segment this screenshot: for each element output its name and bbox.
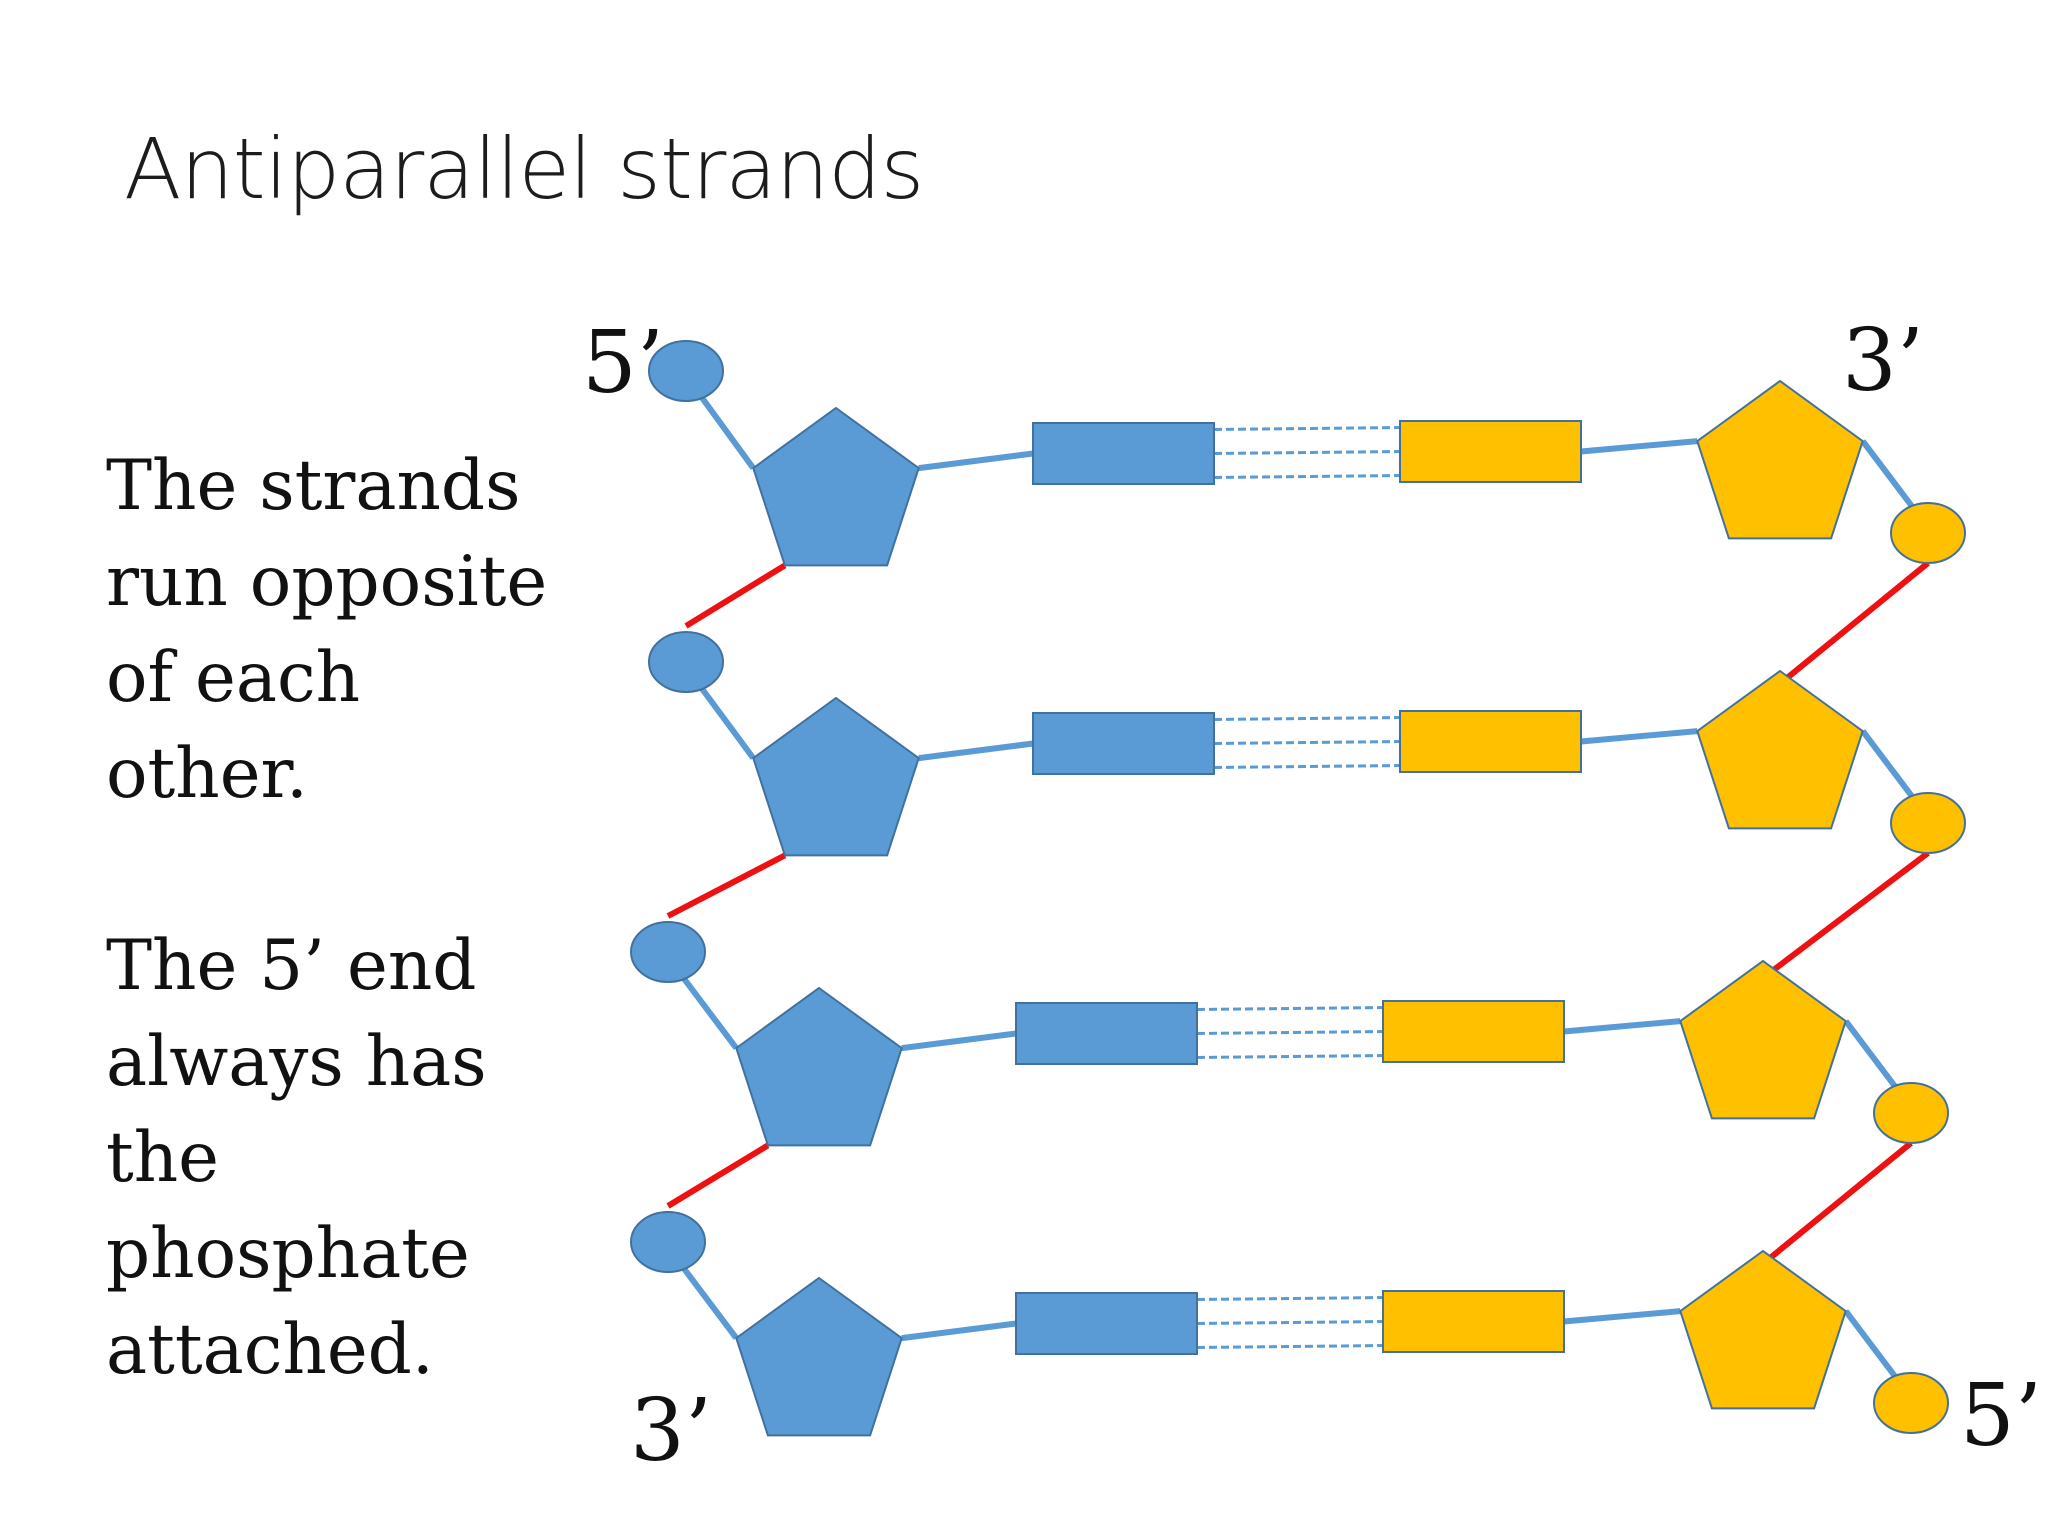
right-sugar-pentagon xyxy=(1696,669,1864,830)
paragraph-line: attached. xyxy=(106,1310,434,1390)
left-phosphate-circle xyxy=(630,921,706,983)
hydrogen-bond xyxy=(1213,474,1401,479)
hydrogen-bond xyxy=(1213,450,1401,455)
hydrogen-bond xyxy=(1213,716,1401,721)
left-phosphate-circle xyxy=(630,1211,706,1273)
left-base-rectangle xyxy=(1032,422,1215,485)
right-phosphate-circle xyxy=(1890,502,1966,564)
paragraph-line: the xyxy=(106,1118,220,1198)
right-sugar-pentagon xyxy=(1679,959,1847,1120)
paragraph-line: phosphate xyxy=(106,1214,470,1294)
right-sugar-base-link xyxy=(1580,438,1698,455)
paragraph-strands-opposite: The strands run opposite of each other. xyxy=(106,438,547,822)
right-phosphate-sugar-link xyxy=(1860,729,1917,801)
left-phosphate-sugar-link xyxy=(697,393,756,470)
right-phosphate-sugar-link xyxy=(1860,439,1917,511)
hydrogen-bond xyxy=(1196,1006,1384,1011)
left-sugar-pentagon xyxy=(735,986,903,1147)
hydrogen-bond xyxy=(1196,1320,1384,1325)
hydrogen-bond xyxy=(1196,1296,1384,1301)
left-base-rectangle xyxy=(1015,1002,1198,1065)
hydrogen-bond xyxy=(1196,1344,1384,1349)
right-phosphate-sugar-link xyxy=(1843,1019,1900,1091)
right-sugar-base-link xyxy=(1563,1308,1681,1325)
right-base-rectangle xyxy=(1382,1000,1565,1063)
right-phosphate-circle xyxy=(1873,1372,1949,1434)
hydrogen-bond xyxy=(1196,1030,1384,1035)
left-phosphate-circle xyxy=(648,340,724,402)
hydrogen-bond xyxy=(1213,764,1401,769)
paragraph-line: of each xyxy=(106,638,361,718)
hydrogen-bond xyxy=(1196,1054,1384,1059)
left-sugar-pentagon xyxy=(752,406,920,567)
right-sugar-pentagon xyxy=(1696,379,1864,540)
hydrogen-bond xyxy=(1213,426,1401,431)
right-sugar-pentagon xyxy=(1679,1249,1847,1410)
left-strand-5-prime-label: 5’ xyxy=(582,313,664,413)
right-strand-3-prime-label: 3’ xyxy=(1842,311,1924,411)
left-phosphate-sugar-link xyxy=(679,1264,739,1340)
right-sugar-base-link xyxy=(1580,728,1698,745)
paragraph-line: other. xyxy=(106,734,308,814)
left-sugar-pentagon xyxy=(735,1276,903,1437)
left-phosphate-sugar-link xyxy=(679,974,739,1050)
right-strand-5-prime-label: 5’ xyxy=(1960,1366,2042,1466)
paragraph-line: The strands xyxy=(106,446,521,526)
left-base-rectangle xyxy=(1032,712,1215,775)
left-base-rectangle xyxy=(1015,1292,1198,1355)
slide-title: Antiparallel strands xyxy=(124,120,924,218)
left-backbone-bond xyxy=(666,1142,770,1209)
left-sugar-base-link xyxy=(901,1030,1017,1052)
left-sugar-base-link xyxy=(918,450,1034,472)
paragraph-five-prime-end: The 5’ end always has the phosphate atta… xyxy=(106,918,487,1398)
right-base-rectangle xyxy=(1399,710,1582,773)
right-base-rectangle xyxy=(1382,1290,1565,1353)
right-sugar-base-link xyxy=(1563,1018,1681,1035)
hydrogen-bond xyxy=(1213,740,1401,745)
left-sugar-base-link xyxy=(901,1320,1017,1342)
left-sugar-pentagon xyxy=(752,696,920,857)
left-sugar-base-link xyxy=(918,740,1034,762)
right-phosphate-circle xyxy=(1873,1082,1949,1144)
left-phosphate-circle xyxy=(648,631,724,693)
left-backbone-bond xyxy=(666,852,787,919)
right-base-rectangle xyxy=(1399,420,1582,483)
paragraph-line: The 5’ end xyxy=(106,926,477,1006)
left-phosphate-sugar-link xyxy=(697,684,756,760)
left-backbone-bond xyxy=(684,562,787,629)
paragraph-line: run opposite xyxy=(106,542,548,622)
right-phosphate-sugar-link xyxy=(1843,1309,1900,1381)
left-strand-3-prime-label: 3’ xyxy=(630,1381,712,1481)
right-phosphate-circle xyxy=(1890,792,1966,854)
paragraph-line: always has xyxy=(106,1022,487,1102)
